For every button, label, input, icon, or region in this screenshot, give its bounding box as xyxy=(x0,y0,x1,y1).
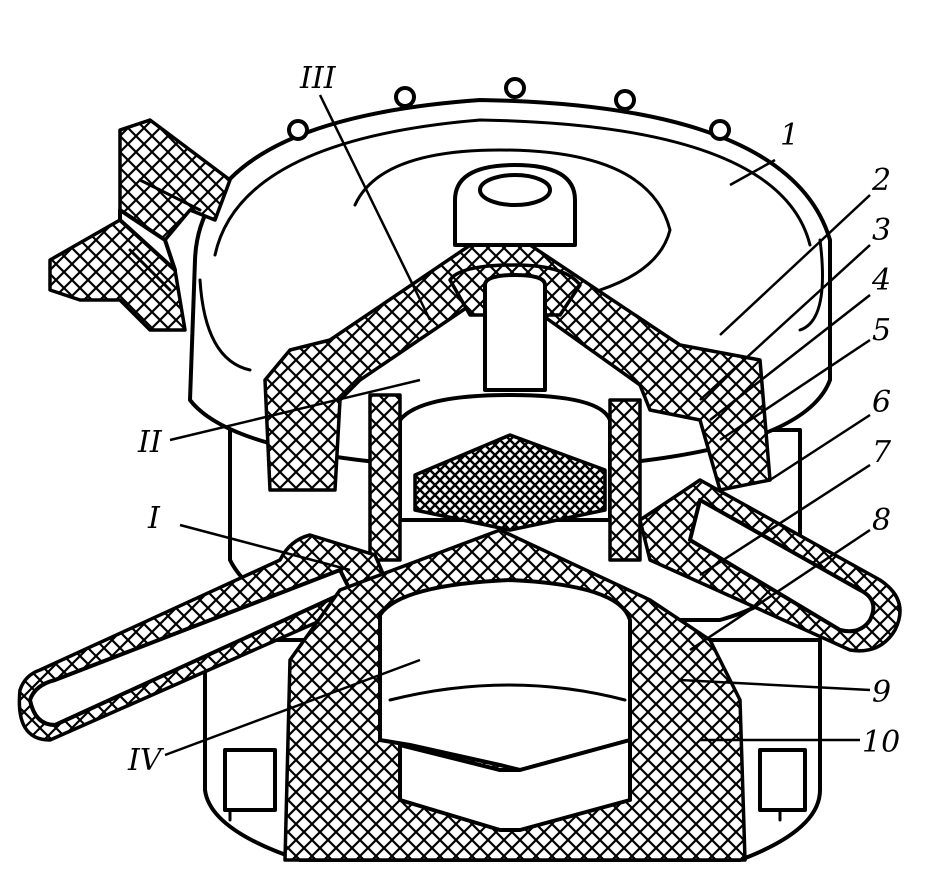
callout-2: 2 xyxy=(871,163,891,198)
callout-3: 3 xyxy=(872,213,891,248)
left-inlet-pipe xyxy=(17,533,392,742)
central-dome xyxy=(263,163,772,492)
callout-III: III xyxy=(299,61,337,96)
leader-II xyxy=(169,378,421,442)
inner-chamber xyxy=(368,393,642,562)
leader-4 xyxy=(709,294,871,421)
lower-cup xyxy=(283,528,747,862)
leader-lines xyxy=(164,94,871,757)
callout-1: 1 xyxy=(780,118,799,153)
callout-5: 5 xyxy=(872,313,891,348)
leader-3 xyxy=(699,244,871,401)
callout-9: 9 xyxy=(872,675,891,710)
rim-bumps xyxy=(287,77,731,141)
callout-7: 7 xyxy=(872,435,892,470)
callout-II: II xyxy=(137,425,163,460)
callout-8: 8 xyxy=(872,503,891,538)
left-connector xyxy=(48,118,232,332)
leader-9 xyxy=(679,678,871,692)
callout-IV: IV xyxy=(127,743,165,778)
leader-2 xyxy=(719,194,871,336)
leader-III xyxy=(318,94,432,321)
callout-6: 6 xyxy=(872,385,891,420)
leader-7 xyxy=(699,463,871,577)
callout-labels: 1 2 3 4 5 6 7 8 9 10 III II I IV xyxy=(127,61,900,778)
leader-IV xyxy=(164,658,421,757)
leader-1 xyxy=(729,158,776,187)
leader-5 xyxy=(719,338,871,442)
leader-I xyxy=(179,523,351,572)
leader-6 xyxy=(769,413,871,482)
right-outlet-pipe xyxy=(638,478,902,653)
leader-8 xyxy=(689,528,871,652)
callout-I: I xyxy=(147,501,161,536)
callout-4: 4 xyxy=(871,263,891,298)
callout-10: 10 xyxy=(862,725,900,760)
